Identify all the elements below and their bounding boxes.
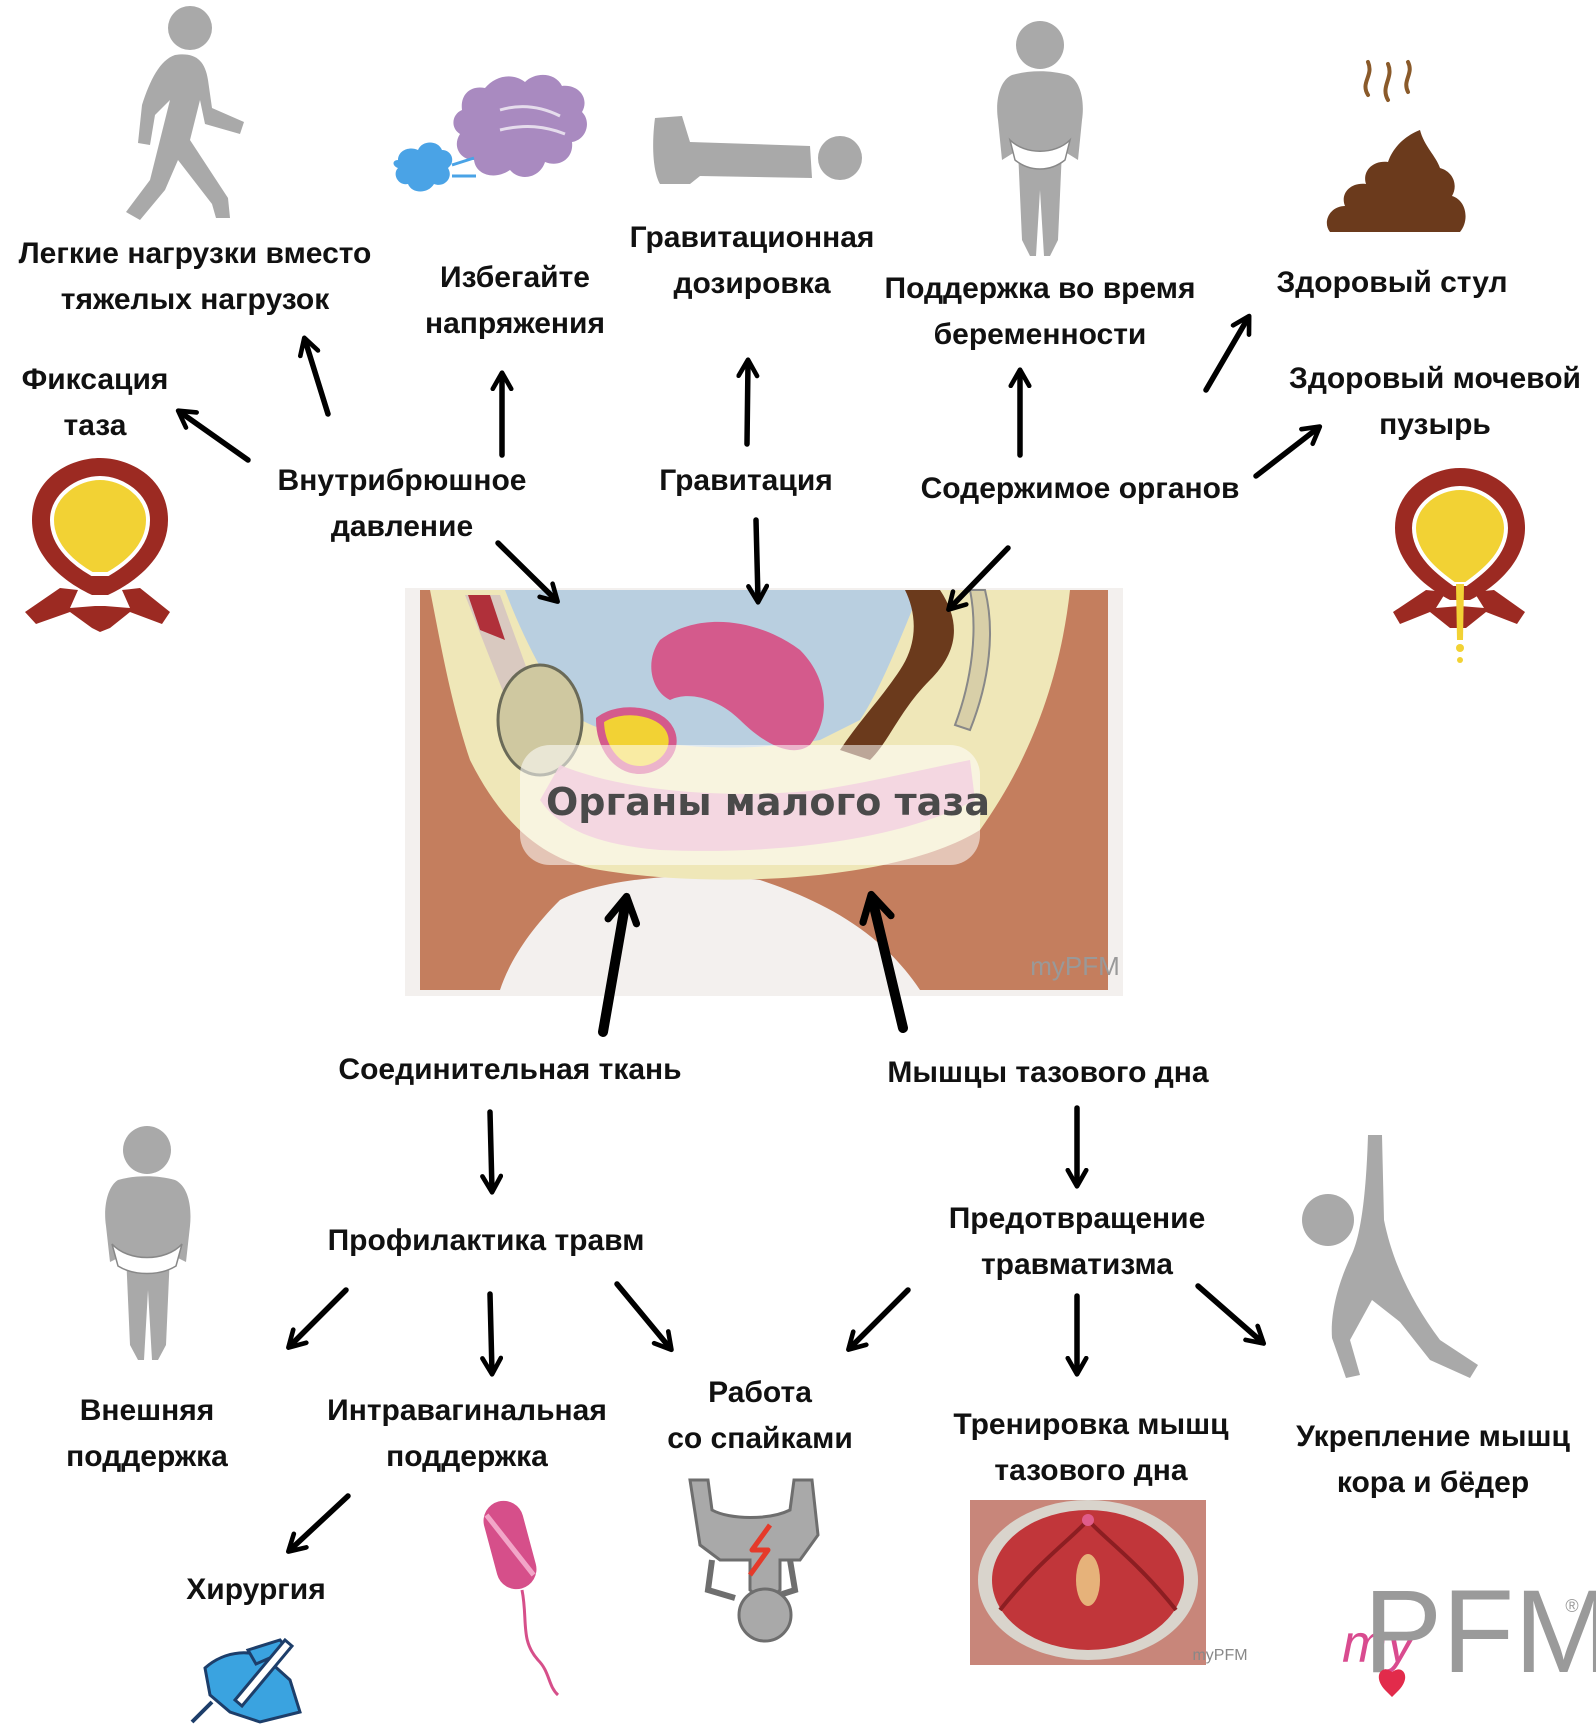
label-gravity: Гравитация <box>659 458 833 504</box>
pelvic-anatomy-illustration: Органы малого таза myPFM <box>405 588 1123 996</box>
arrow-iap-to-fixation <box>180 412 248 460</box>
arrow-injury-to-intravaginal <box>490 1294 492 1372</box>
bladder-closed-icon <box>25 458 170 632</box>
arrow-iap-to-light-loads <box>305 340 328 414</box>
side-stretch-person-icon <box>1302 1135 1478 1378</box>
arrow-trauma-to-scar <box>850 1290 908 1348</box>
walking-person-icon <box>126 6 244 220</box>
label-surgery: Хирургия <box>186 1567 325 1613</box>
plank-pose-icon <box>653 116 862 184</box>
standing-person-external-support-icon <box>105 1126 190 1360</box>
standing-person-pregnancy-icon <box>997 21 1083 256</box>
label-connective-tissue: Соединительная ткань <box>338 1047 681 1093</box>
scar-pelvis-icon <box>690 1480 818 1641</box>
label-healthy-stool: Здоровый стул <box>1276 260 1507 306</box>
label-injury-prevention: Профилактика травм <box>328 1218 645 1264</box>
arrow-trauma-to-core <box>1198 1286 1262 1342</box>
gloved-hand-scalpel-icon <box>192 1640 300 1722</box>
arrow-gravity-to-dosing <box>747 362 748 444</box>
arrow-connective-to-injury <box>490 1112 492 1190</box>
arrow-injury-to-scar <box>617 1284 670 1348</box>
pf-image-watermark: myPFM <box>1192 1647 1247 1664</box>
pessary-tampon-icon <box>479 1496 558 1695</box>
logo-registered: ® <box>1565 1596 1578 1616</box>
poop-icon <box>1327 62 1466 232</box>
arrow-gravity-to-organs <box>756 520 758 600</box>
mypfm-logo: my PFM ® <box>1342 1566 1596 1698</box>
label-organ-contents: Содержимое органов <box>921 466 1240 512</box>
bladder-leaking-icon <box>1393 468 1525 663</box>
arrow-external-to-surgery <box>290 1496 348 1550</box>
pelvic-floor-muscles-image: myPFM <box>970 1500 1248 1665</box>
center-title: Органы малого таза <box>546 780 990 824</box>
arrow-contents-to-stool <box>1206 318 1248 390</box>
label-pelvic-floor-muscles: Мышцы тазового дна <box>887 1050 1208 1096</box>
watermark-mypfm: myPFM <box>1030 951 1120 981</box>
arrow-injury-to-external <box>290 1290 346 1346</box>
exhale-breath-icon <box>394 75 587 192</box>
